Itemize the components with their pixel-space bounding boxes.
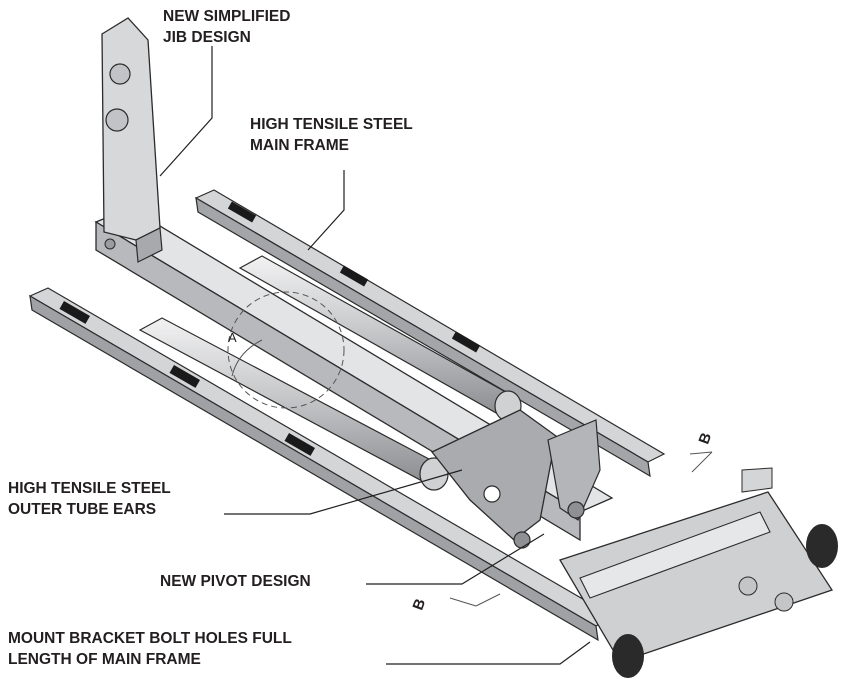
upper-right-rail [194, 189, 666, 478]
callout-outer-tube-line1: HIGH TENSILE STEEL [8, 480, 171, 497]
callout-jib-design: NEW SIMPLIFIED JIB DESIGN [163, 6, 290, 48]
detail-arrow [231, 339, 263, 377]
lower-left-rail [28, 287, 614, 642]
callout-jib-line1: NEW SIMPLIFIED [163, 8, 291, 25]
callout-pivot-line1: NEW PIVOT DESIGN [160, 573, 311, 590]
leader-bolt-holes [386, 641, 591, 665]
callout-jib-line2: JIB DESIGN [163, 29, 251, 46]
callout-main-frame: HIGH TENSILE STEEL MAIN FRAME [250, 114, 413, 156]
leader-jib [159, 46, 213, 177]
detail-circle [227, 291, 345, 409]
callout-pivot-design: NEW PIVOT DESIGN [160, 571, 311, 592]
callout-main-frame-line1: HIGH TENSILE STEEL [250, 116, 413, 133]
callout-bolt-holes-line2: LENGTH OF MAIN FRAME [8, 651, 201, 668]
detail-label-a: A [228, 330, 237, 345]
leader-outer-tube [224, 469, 463, 515]
callout-outer-tube-ears: HIGH TENSILE STEEL OUTER TUBE EARS [8, 478, 171, 520]
pivot-assembly [430, 409, 601, 549]
leader-main-frame [307, 170, 345, 251]
callout-bolt-holes: MOUNT BRACKET BOLT HOLES FULL LENGTH OF … [8, 628, 292, 670]
section-arrow-upper [689, 451, 713, 473]
callout-outer-tube-line2: OUTER TUBE EARS [8, 501, 157, 518]
hydraulic-cylinders [138, 255, 522, 491]
callout-main-frame-line2: MAIN FRAME [250, 137, 350, 154]
jib [101, 17, 163, 263]
rear-assembly [559, 467, 838, 678]
callout-bolt-holes-line1: MOUNT BRACKET BOLT HOLES FULL [8, 630, 292, 647]
section-arrow-lower [449, 593, 501, 607]
leader-lines [159, 46, 591, 665]
leader-pivot [366, 533, 545, 585]
